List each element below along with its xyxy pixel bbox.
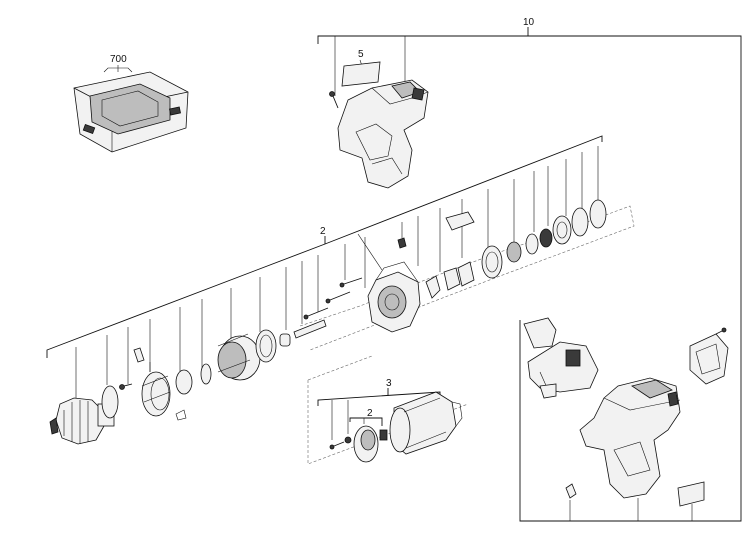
- gearbox-leader-lines: [75, 146, 599, 402]
- label-plate-part: [677, 481, 705, 507]
- upper-housing-half-part: [337, 79, 429, 189]
- callout-motor-sub-label: 2: [367, 408, 373, 419]
- clip-spring-part: [133, 347, 145, 363]
- gearbox-body-part: [357, 233, 421, 333]
- gear-case-part: [217, 333, 261, 381]
- switch-button-part: [445, 211, 475, 231]
- chuck-washer-part: [101, 385, 119, 419]
- motor-washer-part: [344, 436, 352, 444]
- motor-part: [389, 391, 463, 455]
- clutch-washer-part: [200, 363, 212, 385]
- housing-clip-part: [565, 483, 577, 499]
- chuck-part: [49, 397, 115, 445]
- clutch-ring-part: [175, 369, 193, 395]
- planet-carrier-part: [443, 267, 461, 291]
- spring-clip-part: [175, 409, 187, 421]
- selector-pin-part: [397, 237, 407, 249]
- rear-cap-part: [689, 327, 729, 385]
- spindle-bearing-part: [279, 333, 291, 347]
- spindle-part: [293, 319, 327, 339]
- callout-nameplate-label: 5: [358, 49, 364, 60]
- gearbox-screw-a-part: [303, 307, 329, 320]
- motor-mount-plate-part: [353, 425, 379, 463]
- callout-case-label: 700: [110, 54, 127, 65]
- trigger-switch-part: [523, 317, 599, 399]
- carrier-ring-part: [552, 215, 572, 245]
- gearbox-screw-c-part: [339, 277, 363, 288]
- ring-gear-part: [255, 329, 277, 363]
- sun-gear-a-part: [506, 241, 522, 263]
- internal-gear-a-part: [481, 245, 503, 279]
- clutch-collar-part: [141, 371, 171, 417]
- nameplate-part: [341, 61, 381, 87]
- shift-ring-part: [425, 275, 441, 299]
- motor-screw-part: [329, 441, 345, 450]
- washer-large-a-part: [571, 207, 589, 237]
- housing-kit-leader-lines: [569, 498, 693, 521]
- washer-large-b-part: [589, 199, 607, 229]
- chuck-screw-part: [119, 383, 133, 390]
- gearbox-assembly-bracket: [46, 135, 603, 358]
- gearbox-screw-b-part: [325, 291, 351, 304]
- carry-case-part: [73, 65, 189, 153]
- housing-screw-part: [329, 91, 339, 109]
- planet-gear-b-part: [525, 228, 553, 255]
- callout-housing-kit-label: 10: [523, 17, 535, 28]
- callout-motor-assembly-label: 3: [386, 378, 392, 389]
- lower-housing-half-part: [579, 377, 681, 499]
- planet-gear-set-part: [457, 261, 475, 287]
- callout-gearbox-assembly-label: 2: [320, 226, 326, 237]
- pinion-gear-part: [379, 429, 388, 441]
